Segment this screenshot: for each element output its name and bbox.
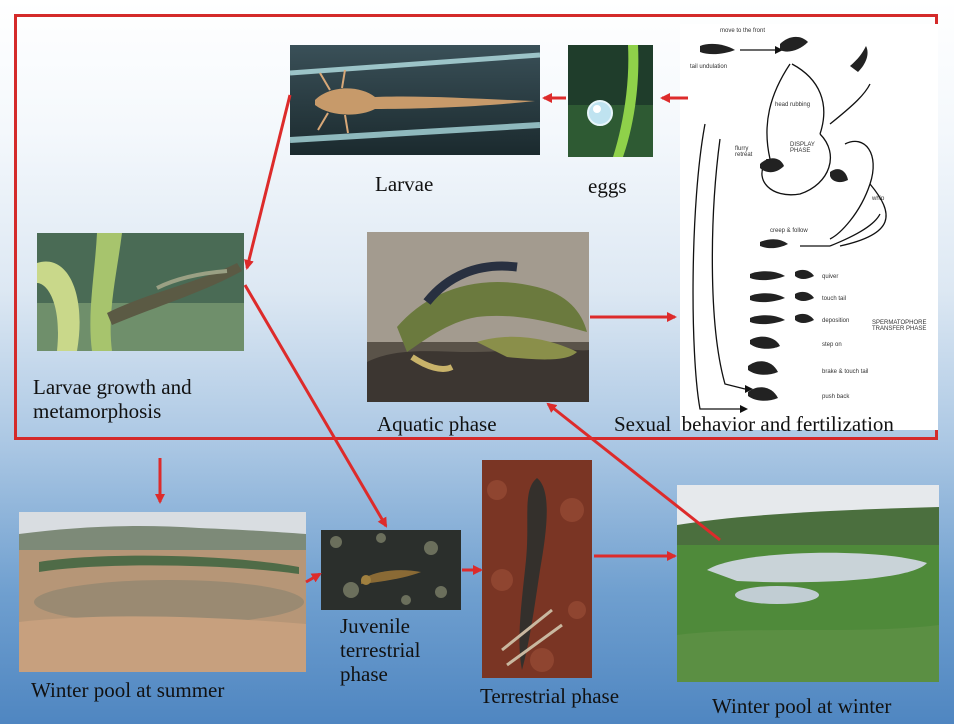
label-eggs: eggs (588, 174, 627, 198)
arrow-larvae-to-growth (247, 95, 290, 268)
arrow-growth-to-juvenile (245, 285, 386, 526)
label-larvae-growth: Larvae growth and metamorphosis (33, 375, 233, 423)
label-sexual-behavior: Sexual behavior and fertilization (614, 412, 894, 436)
label-terrestrial-phase: Terrestrial phase (480, 684, 619, 708)
label-juvenile-terrestrial: Juvenile terrestrial phase (340, 614, 445, 686)
label-winter-pool-winter: Winter pool at winter (712, 694, 891, 718)
arrow-summer-to-juvenile (306, 574, 320, 582)
label-larvae: Larvae (375, 172, 433, 196)
label-winter-pool-summer: Winter pool at summer (31, 678, 224, 702)
label-aquatic-phase: Aquatic phase (377, 412, 497, 436)
